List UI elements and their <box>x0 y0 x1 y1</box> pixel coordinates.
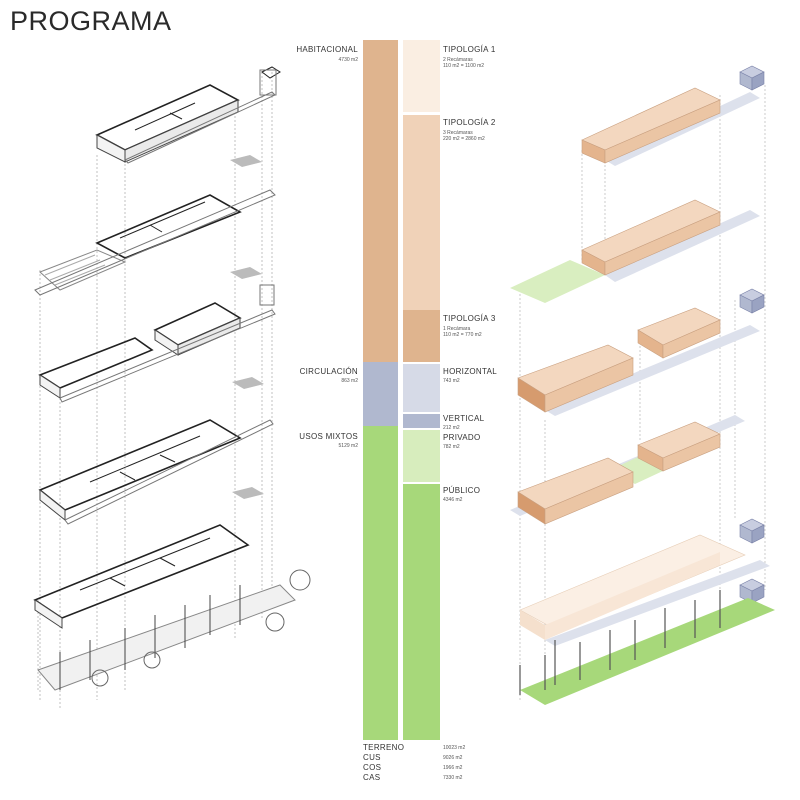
bar-habitacional <box>363 40 398 362</box>
sub-tipologia-1-b: 110 m2 = 1100 m2 <box>443 63 485 69</box>
mass-level-ground <box>519 518 775 705</box>
sub-tipologia-1-a: 2 Recámaras <box>443 57 473 63</box>
level-third-plan <box>38 302 276 403</box>
label-privado: PRIVADO <box>443 433 481 442</box>
sub-tipologia-3-a: 1 Recámara <box>443 326 471 332</box>
bar-vertical <box>403 414 440 428</box>
label-vertical: VERTICAL <box>443 414 485 423</box>
sub-tipologia-3-b: 110 m2 = 770 m2 <box>443 332 482 338</box>
label-tipologia-2: TIPOLOGÍA 2 <box>443 118 496 127</box>
label-usos-mixtos: USOS MIXTOS <box>299 432 358 441</box>
level-ground-plan <box>33 524 311 691</box>
sub-tipologia-2-a: 3 Recámaras <box>443 130 473 136</box>
value-horizontal: 743 m2 <box>443 378 460 384</box>
stat-cos-value: 1966 m2 <box>443 765 463 771</box>
value-habitacional: 4730 m2 <box>338 57 358 63</box>
stat-terreno-value: 10023 m2 <box>443 745 466 751</box>
stat-cas-label: CAS <box>363 773 381 782</box>
mass-level-4 <box>510 415 745 525</box>
page-title: PROGRAMA <box>10 6 172 36</box>
stat-cas-value: 7330 m2 <box>443 775 463 781</box>
label-publico: PÚBLICO <box>443 486 481 495</box>
value-publico: 4346 m2 <box>443 497 463 503</box>
mass-level-3 <box>517 288 765 416</box>
stair-glyphs <box>230 155 264 499</box>
value-usos-mixtos: 5129 m2 <box>338 443 358 449</box>
stat-cus-label: CUS <box>363 753 381 762</box>
sub-tipologia-2-b: 220 m2 = 2860 m2 <box>443 136 485 142</box>
stat-cus-value: 9026 m2 <box>443 755 463 761</box>
label-habitacional: HABITACIONAL <box>296 45 358 54</box>
stat-cos-label: COS <box>363 763 382 772</box>
value-vertical: 212 m2 <box>443 425 460 431</box>
stat-terreno-label: TERRENO <box>363 743 405 752</box>
mass-level-2 <box>510 199 760 303</box>
level-fourth-plan <box>38 419 274 525</box>
bar-tipologia-2 <box>403 115 440 310</box>
bar-privado <box>403 430 440 482</box>
label-tipologia-1: TIPOLOGÍA 1 <box>443 45 496 54</box>
bar-circulacion <box>363 362 398 426</box>
label-circulacion: CIRCULACIÓN <box>299 367 358 376</box>
bar-publico <box>403 484 440 740</box>
level-top-plan <box>95 66 281 164</box>
level-second-plan <box>34 189 276 306</box>
bar-tipologia-3 <box>403 310 440 362</box>
bar-horizontal <box>403 364 440 412</box>
bar-tipologia-1 <box>403 40 440 112</box>
label-tipologia-3: TIPOLOGÍA 3 <box>443 314 496 323</box>
mass-level-1 <box>581 65 765 166</box>
value-circulacion: 863 m2 <box>341 378 358 384</box>
bar-usos-mixtos <box>363 426 398 740</box>
label-horizontal: HORIZONTAL <box>443 367 497 376</box>
value-privado: 782 m2 <box>443 444 460 450</box>
